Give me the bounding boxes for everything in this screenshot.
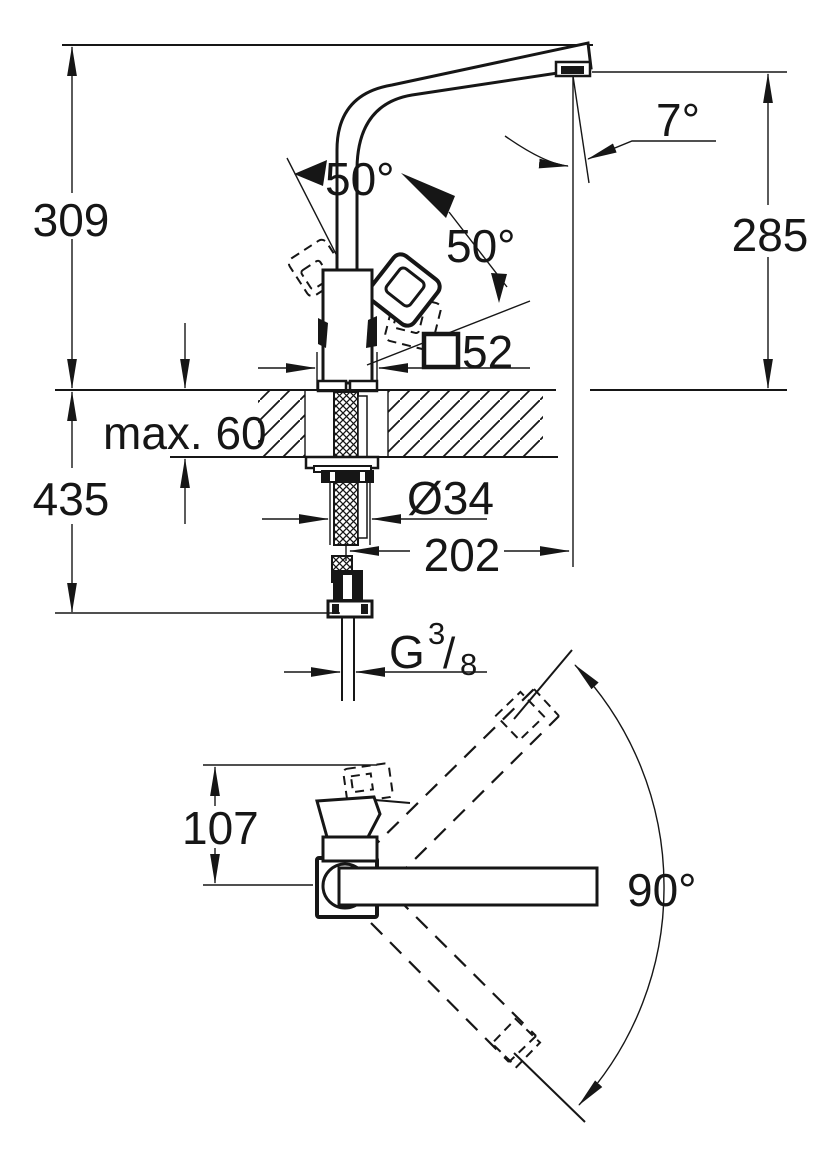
angle-50-back-arm [286, 157, 339, 259]
supply-hose [326, 555, 374, 701]
spout-bar [337, 866, 599, 907]
thread-numerator: 3 [428, 616, 445, 651]
handle-end-mark-left [318, 318, 328, 348]
dimension-435: 435 [33, 391, 340, 614]
swivel-angle-callout: 90° [513, 649, 697, 1123]
angle-7-arc [504, 135, 569, 169]
handle-base-top-view [321, 835, 379, 863]
countertop-hatch-right [388, 391, 543, 456]
square-symbol [421, 331, 461, 370]
mounting-nut [321, 470, 374, 483]
dimension-max-60: max. 60 [103, 323, 267, 524]
handle-angle-front-callout: 50° [366, 220, 531, 366]
spout-dashed-up-tip [494, 690, 546, 742]
mounting-shank [304, 391, 380, 561]
swivel-arc-tangent-top [513, 649, 573, 720]
thread-g-label: G [389, 626, 425, 678]
angle-50-back-label: 50° [325, 153, 395, 205]
dimension-52: 52 [258, 326, 530, 391]
dim-max60-label: max. 60 [103, 407, 267, 459]
countertop [55, 389, 787, 458]
dimension-202: 202 [349, 529, 570, 581]
dim-309-label: 309 [33, 194, 110, 246]
dim-285-label: 285 [732, 209, 809, 261]
angle-7-label: 7° [656, 94, 700, 146]
angle-7-leader [587, 140, 716, 160]
spout-dashed-down [370, 897, 542, 1069]
angle-50-back-arrow [294, 160, 327, 186]
swivel-arc-lower [578, 884, 665, 1106]
angle-50-front-arrow-upper [401, 173, 455, 218]
dimension-107: 107 [182, 764, 377, 886]
dimension-309: 309 [33, 46, 110, 389]
faucet-top-view [315, 795, 599, 919]
angle-50-front-label: 50° [446, 220, 516, 272]
dimension-hole-diameter: Ø34 [262, 472, 494, 524]
swivel-arc-upper [574, 664, 665, 886]
dimension-285: 285 [592, 71, 809, 389]
thread-denominator: 8 [460, 647, 477, 682]
handle-lever-top-view [315, 795, 382, 839]
dim-52-label: 52 [462, 326, 513, 378]
aerator [554, 60, 592, 78]
angle-90-label: 90° [627, 864, 697, 916]
dim-hole-diameter-label: Ø34 [407, 472, 494, 524]
handle-lever-tip-line [374, 799, 411, 804]
spout-dashed-up [367, 688, 560, 879]
handle-angle-back-callout: 50° [286, 153, 508, 288]
dimension-thread: G 3 / 8 [284, 616, 487, 682]
swivel-arc-tangent-bottom [513, 1052, 586, 1123]
countertop-hatch-left [258, 391, 305, 456]
handle-end-mark-right [366, 316, 377, 348]
spout-dashed-down-tip [490, 1017, 542, 1069]
spout-angle-callout: 7° [504, 94, 716, 169]
dim-202-label: 202 [424, 529, 501, 581]
top-view: 107 90° [182, 649, 697, 1123]
thread-slash: / [443, 629, 456, 678]
faucet-body [321, 268, 374, 385]
dim-107-label: 107 [182, 802, 259, 854]
angle-50-front-arrow-lower [491, 273, 507, 303]
dim-435-label: 435 [33, 473, 110, 525]
handle-solid [366, 252, 442, 328]
side-view: 309 285 7° [33, 41, 809, 701]
spout-angle-slant-line [572, 75, 590, 184]
